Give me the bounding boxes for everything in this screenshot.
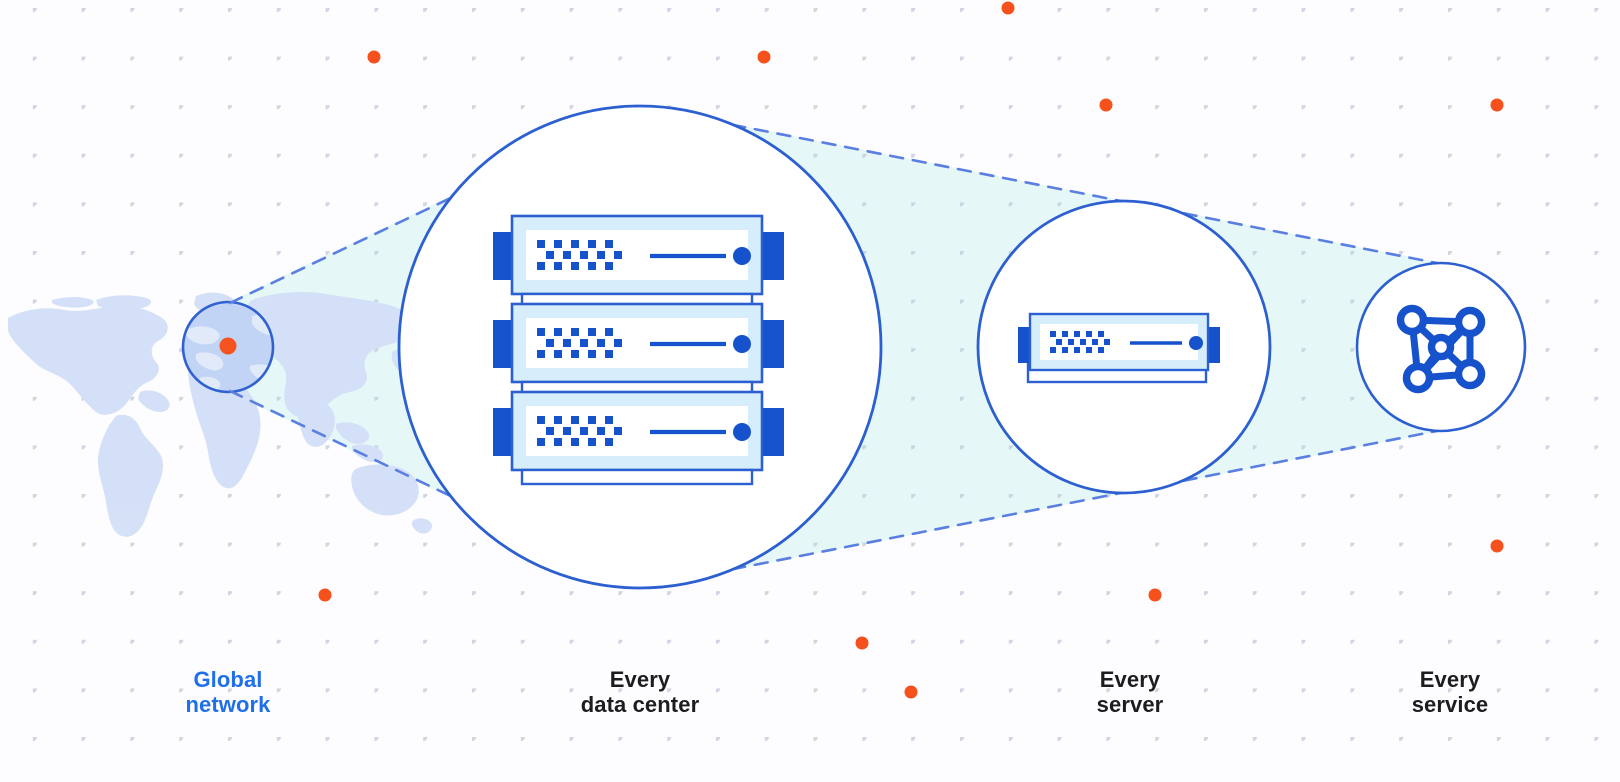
every-service-group xyxy=(1355,261,1527,433)
server-unit-right-tab xyxy=(762,232,784,280)
network-node xyxy=(1454,306,1486,338)
server-unit-vent-grid xyxy=(537,416,622,446)
server-unit-left-tab xyxy=(493,320,515,368)
label-every-server: Every server xyxy=(1096,667,1164,717)
accent-dot xyxy=(1490,539,1504,553)
server-unit-left-tab xyxy=(493,408,515,456)
label-every-service: Every service xyxy=(1411,667,1489,717)
label-global-network: Global network xyxy=(185,667,271,717)
orange-location-dot xyxy=(219,337,237,355)
server-rack-unit xyxy=(493,214,784,296)
accent-dot xyxy=(1001,1,1015,15)
server-unit-led xyxy=(733,423,751,441)
network-node xyxy=(1396,304,1428,336)
network-node xyxy=(1454,358,1486,390)
global-network-circle xyxy=(181,300,275,394)
accent-dot xyxy=(757,50,771,64)
accent-dot xyxy=(904,685,918,699)
rack-base-bar xyxy=(520,468,754,486)
accent-dot xyxy=(855,636,869,650)
server-unit-right-tab xyxy=(762,320,784,368)
network-node-center xyxy=(1427,333,1455,361)
accent-dots xyxy=(318,1,1504,699)
accent-dot xyxy=(1490,98,1504,112)
server-rack-unit xyxy=(493,302,784,384)
server-unit-right-tab xyxy=(762,408,784,456)
server-rack-unit xyxy=(493,390,784,472)
network-graph-nodes xyxy=(1396,304,1486,394)
dashed-line-right-bottom xyxy=(640,428,1444,589)
accent-dot xyxy=(1148,588,1162,602)
server-unit-led xyxy=(733,335,751,353)
every-server-group xyxy=(976,199,1272,495)
server-unit-left-tab xyxy=(493,232,515,280)
accent-dot xyxy=(1099,98,1113,112)
world-map-icon xyxy=(8,292,432,537)
server-unit-led xyxy=(1189,336,1203,350)
server-unit-vent-grid xyxy=(537,240,622,270)
accent-dot xyxy=(318,588,332,602)
server-unit-vent-grid xyxy=(1050,331,1110,353)
accent-dot xyxy=(367,50,381,64)
label-every-data-center: Every data center xyxy=(580,667,700,717)
network-node xyxy=(1402,362,1434,394)
server-unit-vent-grid xyxy=(537,328,622,358)
server-unit-icon xyxy=(1018,312,1220,372)
dashed-line-right-top xyxy=(640,105,1444,266)
data-center-group xyxy=(397,104,883,590)
server-unit-led xyxy=(733,247,751,265)
